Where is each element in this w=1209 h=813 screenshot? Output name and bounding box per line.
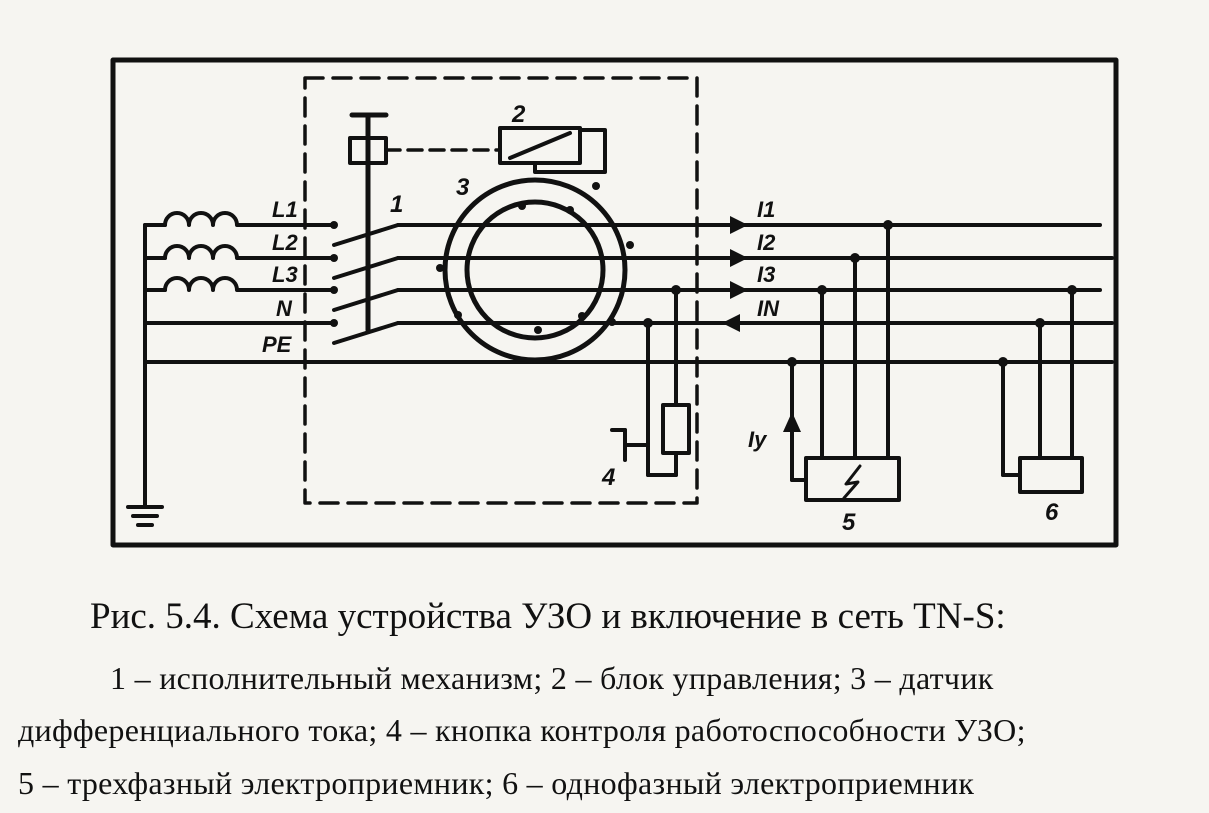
main-conductors xyxy=(396,223,1114,325)
svg-text:I2: I2 xyxy=(757,230,776,255)
figure-caption-title: Рис. 5.4. Схема устройства УЗО и включен… xyxy=(90,596,1006,637)
three-phase-load-dots xyxy=(787,220,893,367)
component-numbers: 1 2 3 4 5 6 xyxy=(390,101,1059,536)
svg-text:2: 2 xyxy=(511,101,526,128)
mechanism-shaft xyxy=(348,112,389,333)
current-arrows xyxy=(722,216,748,332)
phase-labels: L1 L2 L3 N PE xyxy=(262,197,298,357)
svg-text:L2: L2 xyxy=(272,230,298,255)
current-labels: I1 I2 I3 IN xyxy=(757,197,780,321)
sensor-winding-dots xyxy=(436,182,634,334)
leak-current-label: Iу xyxy=(748,427,768,452)
svg-text:IN: IN xyxy=(757,296,780,321)
single-phase-load xyxy=(1001,288,1084,494)
svg-text:5: 5 xyxy=(842,509,856,536)
single-phase-load-dots xyxy=(998,285,1077,367)
ground-symbol xyxy=(126,505,164,527)
svg-text:6: 6 xyxy=(1045,499,1059,526)
outer-frame xyxy=(110,57,1119,548)
figure-caption-line-3: 5 – трехфазный электроприемник; 6 – одно… xyxy=(18,765,975,801)
figure-caption-line-2: дифференциального тока; 4 – кнопка контр… xyxy=(18,712,1026,748)
svg-text:N: N xyxy=(276,296,293,321)
leak-current-arrow xyxy=(783,412,801,432)
svg-text:I1: I1 xyxy=(757,197,775,222)
figure-caption-line-1: 1 – исполнительный механизм; 2 – блок уп… xyxy=(110,660,994,696)
svg-text:I3: I3 xyxy=(757,262,775,287)
toroid-sensor xyxy=(442,177,628,363)
svg-text:4: 4 xyxy=(601,464,615,491)
svg-text:L3: L3 xyxy=(272,262,298,287)
svg-text:3: 3 xyxy=(456,174,470,201)
source-side xyxy=(143,223,1114,507)
test-circuit xyxy=(610,288,691,477)
svg-text:1: 1 xyxy=(390,191,403,218)
test-circuit-dots xyxy=(643,285,681,328)
svg-text:L1: L1 xyxy=(272,197,298,222)
rcd-circuit-diagram: L1 L2 L3 N PE xyxy=(110,57,1119,548)
input-contacts xyxy=(330,221,338,327)
source-windings xyxy=(163,211,334,292)
svg-text:PE: PE xyxy=(262,332,293,357)
control-block xyxy=(498,126,607,174)
